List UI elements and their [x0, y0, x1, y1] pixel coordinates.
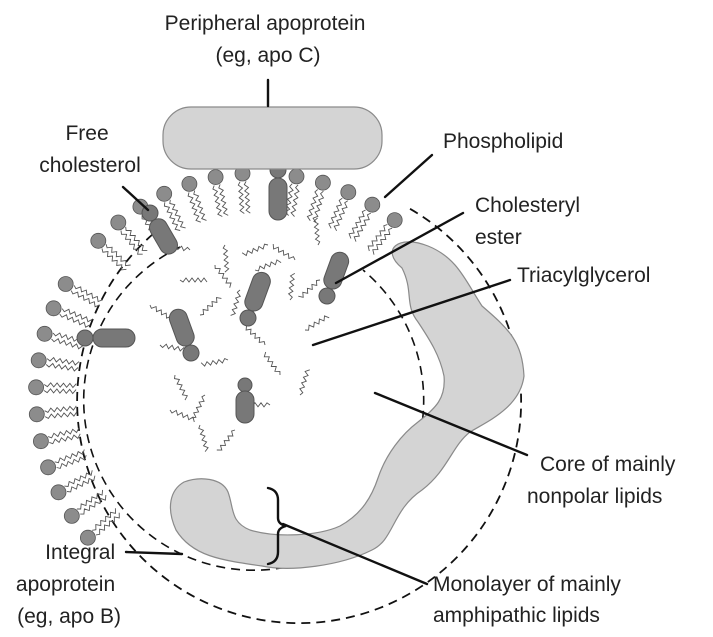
core-lipid-chain	[191, 395, 205, 418]
phospholipid-tail	[45, 412, 77, 419]
core-lipid-chain	[298, 280, 320, 297]
label-free-cholesterol: Free cholesterol	[39, 122, 141, 177]
core-lipid-chain	[217, 430, 235, 450]
phospholipid-tail	[71, 291, 100, 307]
core-lipid-chain	[273, 244, 295, 260]
phospholipid-head	[208, 170, 223, 185]
cholesterol-molecules	[77, 162, 351, 423]
phospholipid-head	[46, 301, 61, 316]
integral-apoprotein	[170, 242, 524, 568]
phospholipid-head	[29, 407, 44, 422]
phospholipid-tail	[44, 383, 76, 388]
phospholipid-tail	[238, 182, 244, 214]
phospholipid-tail	[45, 406, 77, 413]
core-lipid-chain	[305, 316, 329, 330]
phospholipid-head	[157, 186, 172, 201]
cholesteryl-ester-molecule	[167, 307, 202, 364]
label-integral-apoprotein: Integral apoprotein (eg, apo B)	[16, 541, 121, 628]
phospholipid-tail	[373, 228, 392, 255]
phospholipid-head	[58, 277, 73, 292]
label-phospholipid: Phospholipid	[443, 130, 563, 153]
phospholipid-tail	[244, 181, 250, 213]
phospholipid-tail	[48, 428, 79, 438]
label-core: Core of mainly nonpolar lipids	[527, 453, 681, 508]
core-lipid-chain	[314, 218, 320, 245]
phospholipid-tail	[307, 190, 317, 221]
core-lipid-chain	[150, 305, 172, 321]
phospholipid-tail	[349, 210, 366, 239]
core-lipid-chain	[201, 359, 228, 367]
phospholipid-tail	[96, 513, 119, 535]
phospholipid-tail	[49, 434, 80, 444]
phospholipid-tail	[194, 191, 207, 221]
phospholipid-head	[387, 213, 402, 228]
phospholipid-tail	[44, 389, 76, 394]
core-lipid-chain	[255, 260, 281, 271]
core-lipid-chain	[170, 410, 194, 422]
phospholipid-head	[91, 233, 106, 248]
phospholipid-head	[64, 508, 79, 523]
phospholipid-tail	[213, 186, 222, 217]
phospholipid-head	[41, 460, 56, 475]
label-triacylglycerol: Triacylglycerol	[517, 264, 650, 287]
phospholipid-tail	[46, 364, 78, 372]
phospholipid-tail	[329, 198, 343, 228]
phospholipid-tail	[313, 191, 323, 222]
core-lipid-chain	[242, 244, 268, 255]
phospholipid-head	[365, 197, 380, 212]
phospholipid-tail	[60, 314, 90, 327]
leader-phospholipid	[385, 155, 432, 197]
core-lipid-chain	[175, 375, 188, 400]
phospholipid-tail	[55, 450, 85, 463]
core-lipid-chain	[231, 290, 241, 315]
phospholipid-head	[37, 326, 52, 341]
phospholipid-head	[315, 175, 330, 190]
core-lipid-chain	[246, 325, 265, 345]
leader-integral	[126, 552, 182, 554]
phospholipid-head	[111, 215, 126, 230]
phospholipid-tail	[188, 192, 201, 222]
peripheral-apoprotein	[163, 107, 382, 169]
phospholipid-head	[29, 380, 44, 395]
core-lipid-chain	[264, 352, 280, 375]
core-lipid-chain	[223, 245, 229, 272]
core-lipid-chain	[180, 278, 207, 282]
core-lipid-chain	[289, 273, 295, 300]
phospholipid-tail	[67, 476, 95, 492]
cholesteryl-ester-molecule	[237, 270, 273, 329]
phospholipid-head	[33, 434, 48, 449]
phospholipid-head	[182, 176, 197, 191]
cholesteryl-ester-molecule	[236, 378, 254, 423]
core-lipid-chain	[300, 370, 310, 395]
phospholipid-head	[341, 185, 356, 200]
phospholipid-tail	[368, 225, 387, 252]
label-cholesteryl-ester: Cholesteryl ester	[475, 194, 586, 249]
phospholipid-tail	[126, 227, 148, 251]
label-monolayer: Monolayer of mainly amphipathic lipids	[433, 573, 627, 627]
free-cholesterol-molecule	[77, 329, 135, 347]
phospholipid-head	[51, 485, 66, 500]
core-lipid-chain	[199, 425, 208, 452]
phospholipid-head	[31, 353, 46, 368]
free-cholesterol-molecule	[269, 162, 287, 220]
phospholipid-head	[289, 169, 304, 184]
phospholipid-tail	[121, 231, 143, 255]
phospholipid-tail	[92, 508, 115, 530]
core-lipid-chain	[200, 298, 221, 316]
label-peripheral-apoprotein: Peripheral apoprotein (eg, apo C)	[165, 12, 372, 67]
